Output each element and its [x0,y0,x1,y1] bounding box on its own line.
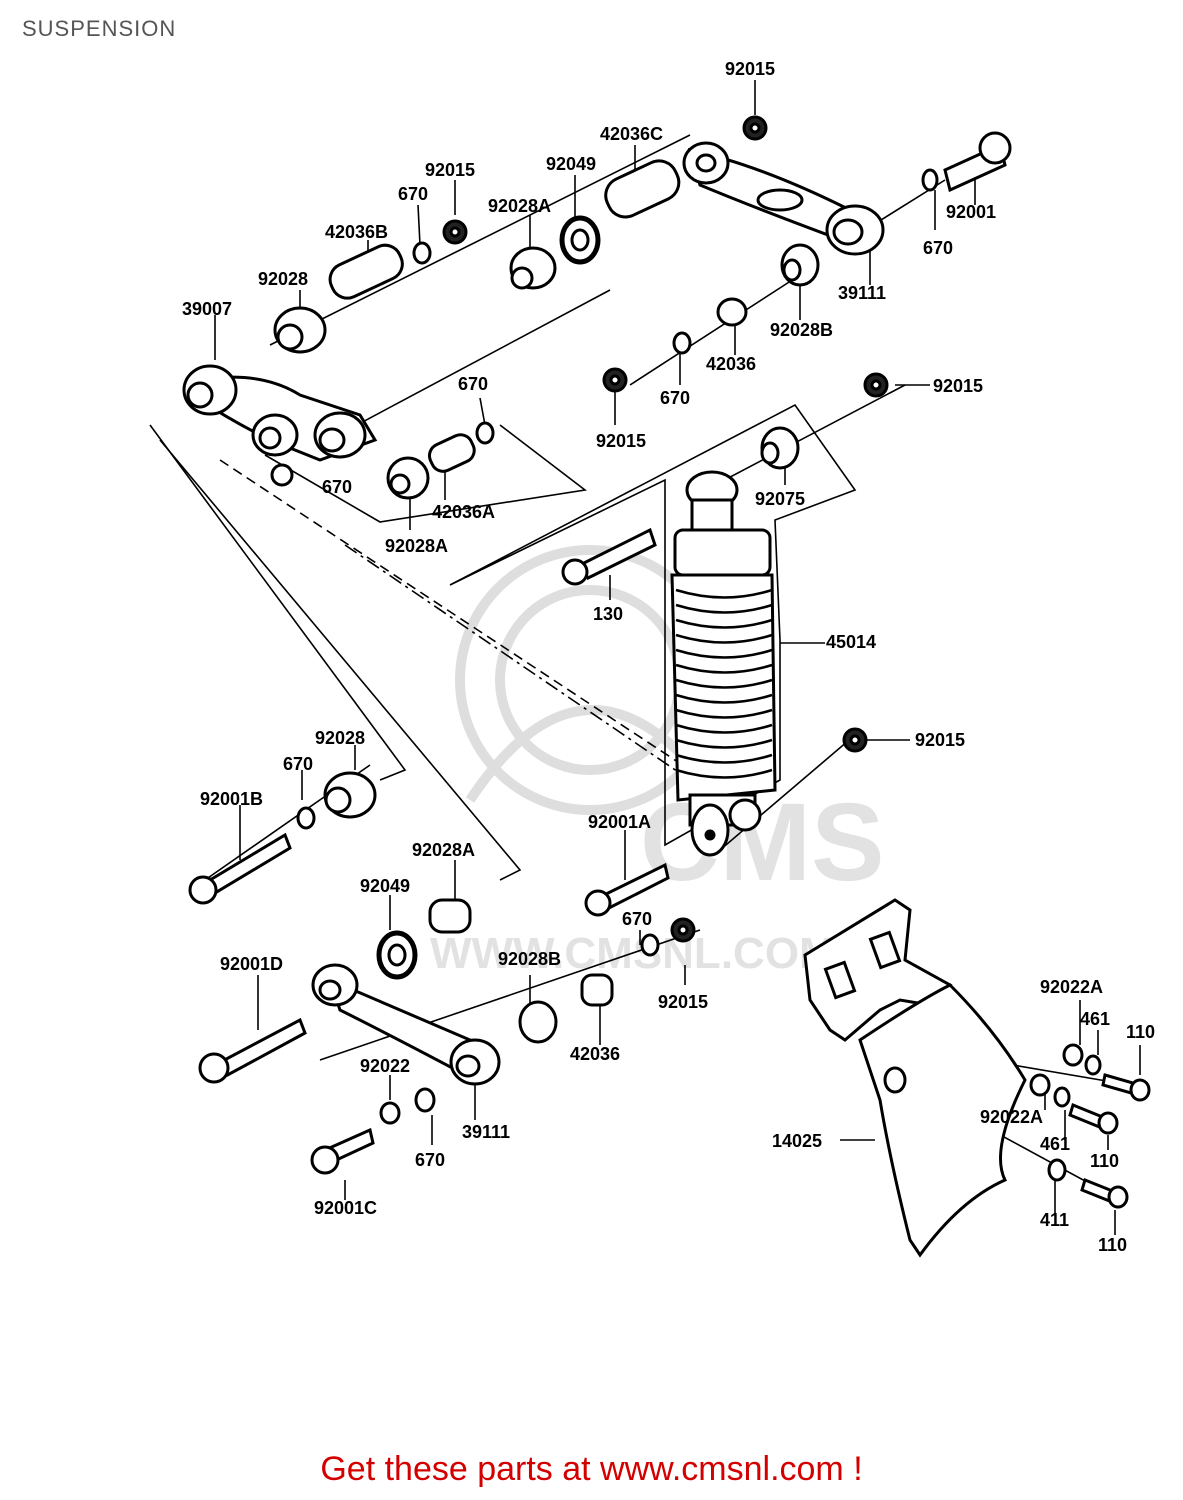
middle-hardware [386,372,889,586]
part-label: 42036 [570,1044,620,1064]
footer-link[interactable]: Get these parts at www.cmsnl.com ! [320,1450,863,1488]
part-label: 39007 [182,299,232,319]
part-label: 92028A [385,536,448,556]
part-label: 92022A [980,1107,1043,1127]
upper-hardware [273,115,1012,393]
part-label: 39111 [462,1122,510,1142]
part-label: 670 [458,374,488,394]
part-label: 670 [660,388,690,408]
part-label: 92049 [546,154,596,174]
part-label: 92015 [933,376,983,396]
part-label: 92001D [220,954,283,974]
part-label: 92049 [360,876,410,896]
part-label: 92001C [314,1198,377,1218]
part-label: 110 [1126,1022,1155,1042]
part-label: 670 [923,238,953,258]
part-label: 92022 [360,1056,410,1076]
part-label: 411 [1040,1210,1069,1230]
part-label: 461 [1080,1009,1110,1029]
part-label: 92028B [770,320,833,340]
tie-rod-39007 [182,364,378,487]
page-title: SUSPENSION [22,16,177,41]
part-label: 92028B [498,949,561,969]
part-label: 45014 [826,632,876,652]
part-label: 92015 [915,730,965,750]
part-label: 92022A [1040,977,1103,997]
shock-absorber-45014 [670,470,777,857]
part-label: 42036B [325,222,388,242]
part-label: 92015 [725,59,775,79]
part-label: 92015 [425,160,475,180]
part-label: 130 [593,604,623,624]
part-label: 42036A [432,502,495,522]
part-label: 92001 [946,202,996,222]
part-label: 92075 [755,489,805,509]
watermark-cms: CMS [640,781,884,904]
part-label: 92028A [488,196,551,216]
part-label: 670 [322,477,352,497]
part-labels: 92015 42036C 92049 92015 670 92028A 4203… [182,59,1155,1255]
part-label: 92015 [596,431,646,451]
upper-link-39111 [682,141,885,256]
lower-link-39111 [311,963,501,1086]
part-label: 92028 [258,269,308,289]
part-label: 92015 [658,992,708,1012]
part-label: 670 [622,909,652,929]
watermark-logo: CMS WWW.CMSNL.COM [430,545,884,978]
part-label: 39111 [838,283,886,303]
part-label: 92001A [588,812,651,832]
parts-diagram: CMS WWW.CMSNL.COM [149,59,1155,1258]
part-label: 14025 [772,1131,822,1151]
part-label: 92001B [200,789,263,809]
part-label: 670 [283,754,313,774]
lower-hardware [188,727,868,1175]
part-label: 92028A [412,840,475,860]
mudguard-14025 [803,898,1151,1258]
part-label: 110 [1098,1235,1127,1255]
part-label: 670 [415,1150,445,1170]
part-label: 110 [1090,1151,1119,1171]
part-label: 670 [398,184,428,204]
part-label: 42036C [600,124,663,144]
group-outlines [149,403,857,881]
part-label: 92028 [315,728,365,748]
part-label: 461 [1040,1134,1070,1154]
part-label: 42036 [706,354,756,374]
